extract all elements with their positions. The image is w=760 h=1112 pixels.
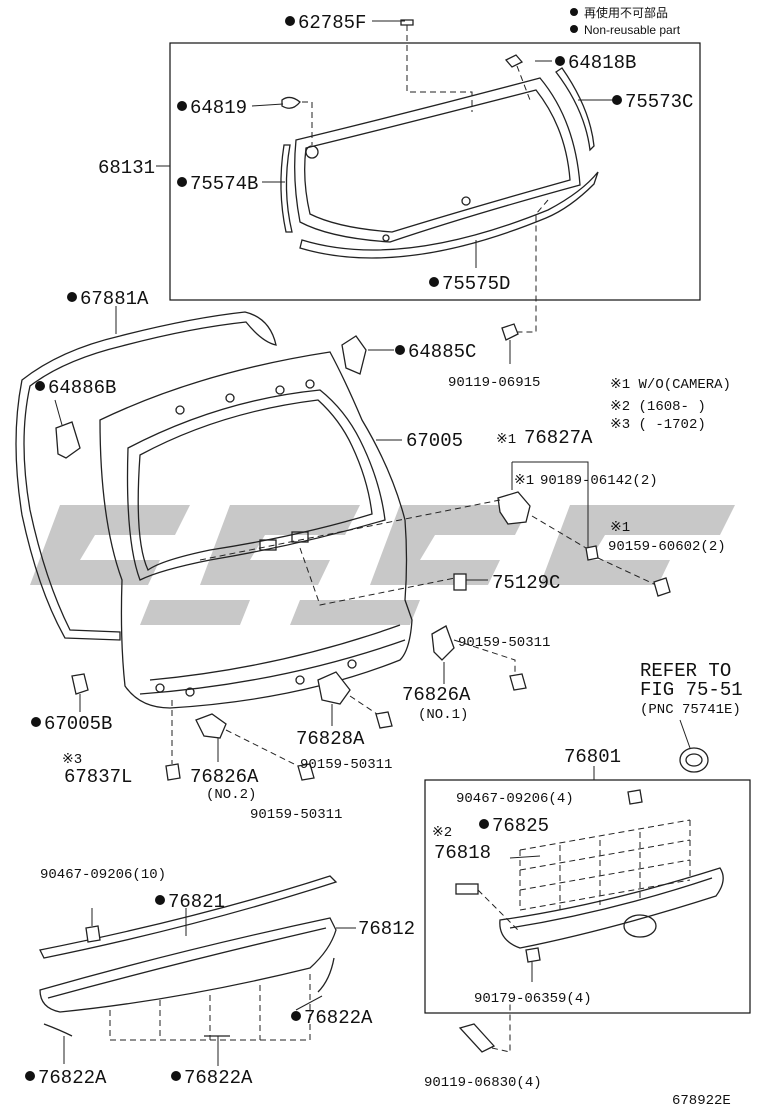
strip-76822A-right	[317, 957, 335, 993]
mark-67837L: ※3	[62, 752, 82, 768]
garnish-strip-76821	[39, 875, 338, 959]
back-door-panel	[99, 351, 413, 709]
side-moulding-right	[555, 67, 595, 152]
label-90467-09206-10: 90467-09206(10)	[40, 867, 166, 883]
label-90159-50311-b: 90159-50311	[300, 757, 392, 773]
label-75574B: 75574B	[190, 173, 258, 195]
note-3: ※3 ( -1702)	[610, 417, 706, 433]
label-75129C: 75129C	[492, 572, 560, 594]
camera-bracket-76827A	[497, 461, 589, 548]
bolt-90159-60602	[653, 577, 671, 597]
strip-76822A-left	[43, 1023, 73, 1037]
label-76827A: 76827A	[524, 427, 593, 449]
emblem-75741E	[679, 719, 709, 773]
note-1: ※1 W/O(CAMERA)	[610, 377, 731, 393]
clip-64818B	[504, 54, 524, 68]
back-window-glass	[294, 77, 581, 243]
label-90189: 90189-06142(2)	[540, 473, 658, 489]
legend-dot-icon	[570, 8, 578, 16]
mark-90189: ※1	[514, 473, 534, 489]
lower-garnish-76812	[39, 917, 337, 1041]
label-76812: 76812	[358, 918, 415, 940]
label-67005: 67005	[406, 430, 463, 452]
label-76828A: 76828A	[296, 728, 365, 750]
label-67005B: 67005B	[44, 713, 112, 735]
mark-76818: ※2	[432, 825, 452, 841]
label-76826A-no2: 76826A	[190, 766, 259, 788]
nut-90467-09206-4	[627, 789, 643, 805]
bolt-90119-06830	[458, 1023, 496, 1053]
garnish-clip-76825	[509, 855, 541, 859]
clip-64819	[281, 96, 301, 109]
label-76822A-left: 76822A	[38, 1067, 107, 1089]
label-90467-09206-4: 90467-09206(4)	[456, 791, 574, 807]
plug-75129C	[453, 573, 467, 591]
watermark-logo	[30, 505, 735, 625]
plug-67005B	[71, 673, 89, 695]
label-62785F: 62785F	[298, 12, 366, 34]
label-76822A-mid: 76822A	[184, 1067, 253, 1089]
label-76821: 76821	[168, 891, 225, 913]
label-76822A-right: 76822A	[304, 1007, 373, 1029]
label-64819: 64819	[190, 97, 247, 119]
nut-90467-09206-10	[85, 925, 101, 943]
bracket-76828A	[317, 671, 351, 705]
bracket-64886B	[55, 421, 81, 459]
door-weatherstrip	[15, 311, 277, 641]
label-76818: 76818	[434, 842, 491, 864]
label-75573C: 75573C	[625, 91, 693, 113]
refer-line1: REFER TO	[640, 660, 731, 682]
nut-90189	[585, 545, 599, 561]
garnish-group-frame	[424, 779, 751, 1014]
label-67881A: 67881A	[80, 288, 149, 310]
refer-line2: FIG 75-51	[640, 679, 743, 701]
note-2: ※2 (1608- )	[610, 399, 706, 415]
label-64885C: 64885C	[408, 341, 476, 363]
legend-dot-icon	[570, 25, 578, 33]
bolt-90159-50311-a	[509, 673, 527, 691]
labels: 62785F 64818B 75573C 64819 68131 75574B …	[25, 12, 743, 1109]
bolt-90159-50311-b	[375, 711, 393, 729]
bracket-76826A-no2	[195, 713, 227, 739]
bolt-90119-06915	[501, 323, 519, 364]
nut-90179-06359	[525, 947, 541, 963]
glass-group-frame	[169, 42, 701, 301]
label-64886B: 64886B	[48, 377, 116, 399]
label-67837L: 67837L	[64, 766, 132, 788]
label-64818B: 64818B	[568, 52, 636, 74]
bracket-64885C	[341, 335, 367, 375]
label-90159-50311-a: 90159-50311	[458, 635, 550, 651]
label-76826A-no2-sub: (NO.2)	[206, 787, 256, 803]
garnish-76801	[499, 819, 724, 949]
label-90179-06359: 90179-06359(4)	[474, 991, 592, 1007]
label-76826A-no1: 76826A	[402, 684, 471, 706]
label-68131: 68131	[98, 157, 155, 179]
legend-en: Non-reusable part	[584, 23, 681, 37]
label-76826A-no1-sub: (NO.1)	[418, 707, 468, 723]
label-90119-06830: 90119-06830(4)	[424, 1075, 542, 1091]
mark-90159-60602: ※1	[610, 520, 630, 536]
label-76801: 76801	[564, 746, 621, 768]
label-76825: 76825	[492, 815, 549, 837]
lower-moulding	[299, 171, 599, 259]
figure-id: 678922E	[672, 1093, 731, 1109]
label-75575D: 75575D	[442, 273, 510, 295]
legend-ja: 再使用不可部品	[584, 5, 668, 20]
label-90119-06915: 90119-06915	[448, 375, 540, 391]
plug-67837L	[165, 763, 181, 781]
legend: 再使用不可部品 Non-reusable part	[570, 5, 681, 37]
bolt-90159-50311-c	[297, 763, 315, 781]
refer-line3: (PNC 75741E)	[640, 702, 741, 718]
mark-76827A: ※1	[496, 432, 516, 448]
bracket-76826A-no1	[431, 625, 455, 661]
camera-76818	[455, 883, 479, 895]
label-90159-50311-c: 90159-50311	[250, 807, 342, 823]
label-90159-60602: 90159-60602(2)	[608, 539, 726, 555]
side-moulding-left	[280, 144, 293, 233]
